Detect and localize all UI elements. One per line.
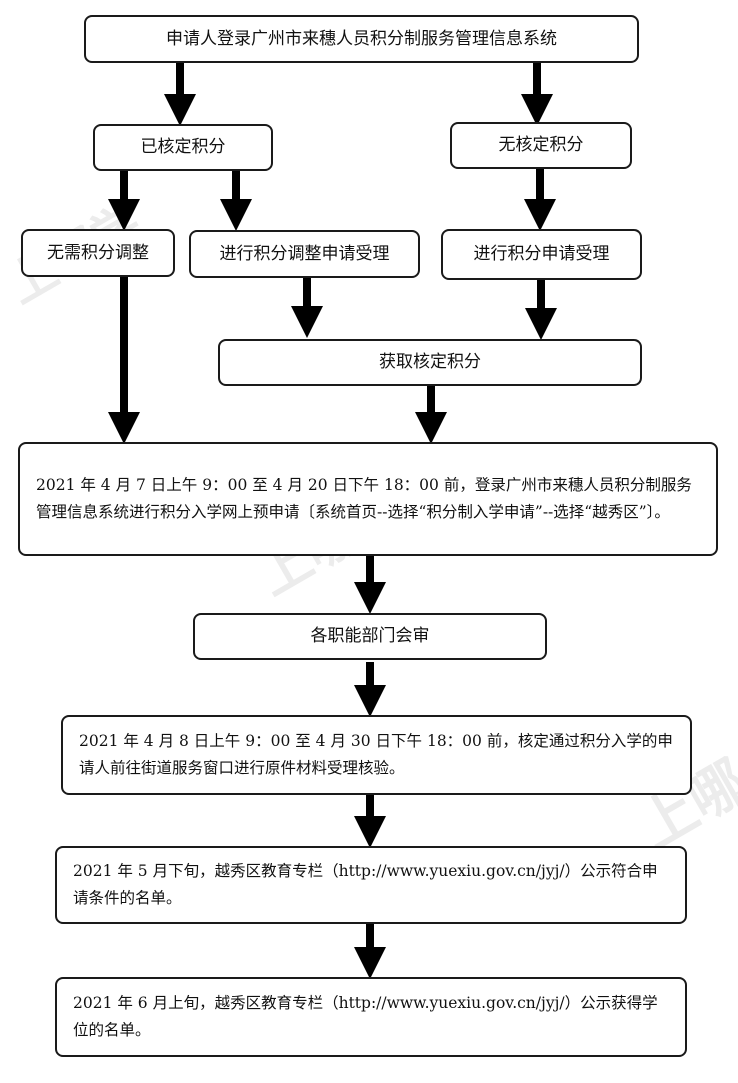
online-application-box: 2021 年 4 月 7 日上午 9：00 至 4 月 20 日下午 18：00… (18, 442, 718, 556)
obtain-points-box: 获取核定积分 (218, 339, 642, 386)
verified-points-box: 已核定积分 (93, 124, 273, 171)
verified-points-text: 已核定积分 (140, 137, 226, 158)
eligible-list-text: 2021 年 5 月下旬，越秀区教育专栏（http://www.yuexiu.g… (73, 862, 658, 907)
points-application-text: 进行积分申请受理 (473, 244, 610, 265)
original-verification-box: 2021 年 4 月 8 日上午 9：00 至 4 月 30 日下午 18：00… (61, 715, 692, 795)
adjustment-application-box: 进行积分调整申请受理 (189, 230, 420, 278)
no-adjustment-text: 无需积分调整 (47, 242, 149, 263)
points-application-box: 进行积分申请受理 (441, 229, 642, 280)
obtain-points-text: 获取核定积分 (379, 352, 481, 373)
original-verification-text: 2021 年 4 月 8 日上午 9：00 至 4 月 30 日下午 18：00… (79, 732, 673, 777)
no-verified-points-text: 无核定积分 (498, 135, 584, 156)
no-adjustment-box: 无需积分调整 (21, 229, 175, 277)
joint-review-text: 各职能部门会审 (310, 626, 430, 647)
eligible-list-box: 2021 年 5 月下旬，越秀区教育专栏（http://www.yuexiu.g… (55, 846, 687, 924)
login-text: 申请人登录广州市来穗人员积分制服务管理信息系统 (166, 28, 557, 49)
admission-list-text: 2021 年 6 月上旬，越秀区教育专栏（http://www.yuexiu.g… (73, 994, 658, 1039)
joint-review-box: 各职能部门会审 (193, 613, 547, 660)
online-application-text: 2021 年 4 月 7 日上午 9：00 至 4 月 20 日下午 18：00… (36, 476, 692, 521)
no-verified-points-box: 无核定积分 (450, 122, 632, 169)
admission-list-box: 2021 年 6 月上旬，越秀区教育专栏（http://www.yuexiu.g… (55, 977, 687, 1057)
login-box: 申请人登录广州市来穗人员积分制服务管理信息系统 (84, 15, 639, 63)
adjustment-application-text: 进行积分调整申请受理 (219, 243, 390, 264)
